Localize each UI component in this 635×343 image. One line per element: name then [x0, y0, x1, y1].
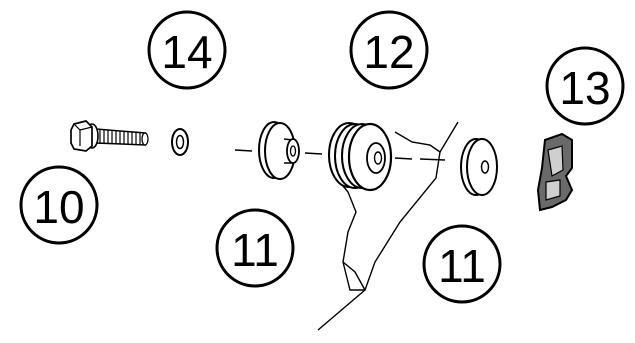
right-washer-part [460, 138, 498, 196]
callout-11-right-label: 11 [438, 240, 486, 292]
callout-11-left-label: 11 [231, 224, 279, 276]
retaining-clip-part [536, 132, 574, 212]
assembly-axis-line [234, 149, 446, 161]
callout-10: 10 [19, 165, 99, 245]
left-bushing-part [258, 121, 300, 180]
callout-12-label: 12 [363, 26, 414, 78]
bolt-part [70, 120, 149, 152]
small-washer-part [171, 128, 189, 156]
callout-10-label: 10 [33, 181, 84, 233]
callout-11-right: 11 [422, 224, 502, 304]
cage-plate-outline [317, 121, 459, 331]
pulley-part [328, 122, 393, 192]
callout-14: 14 [147, 10, 227, 90]
callout-14-label: 14 [161, 26, 212, 78]
callout-13: 13 [545, 46, 625, 126]
callout-11-left: 11 [215, 208, 295, 288]
callout-12: 12 [349, 10, 429, 90]
callout-13-label: 13 [559, 62, 610, 114]
